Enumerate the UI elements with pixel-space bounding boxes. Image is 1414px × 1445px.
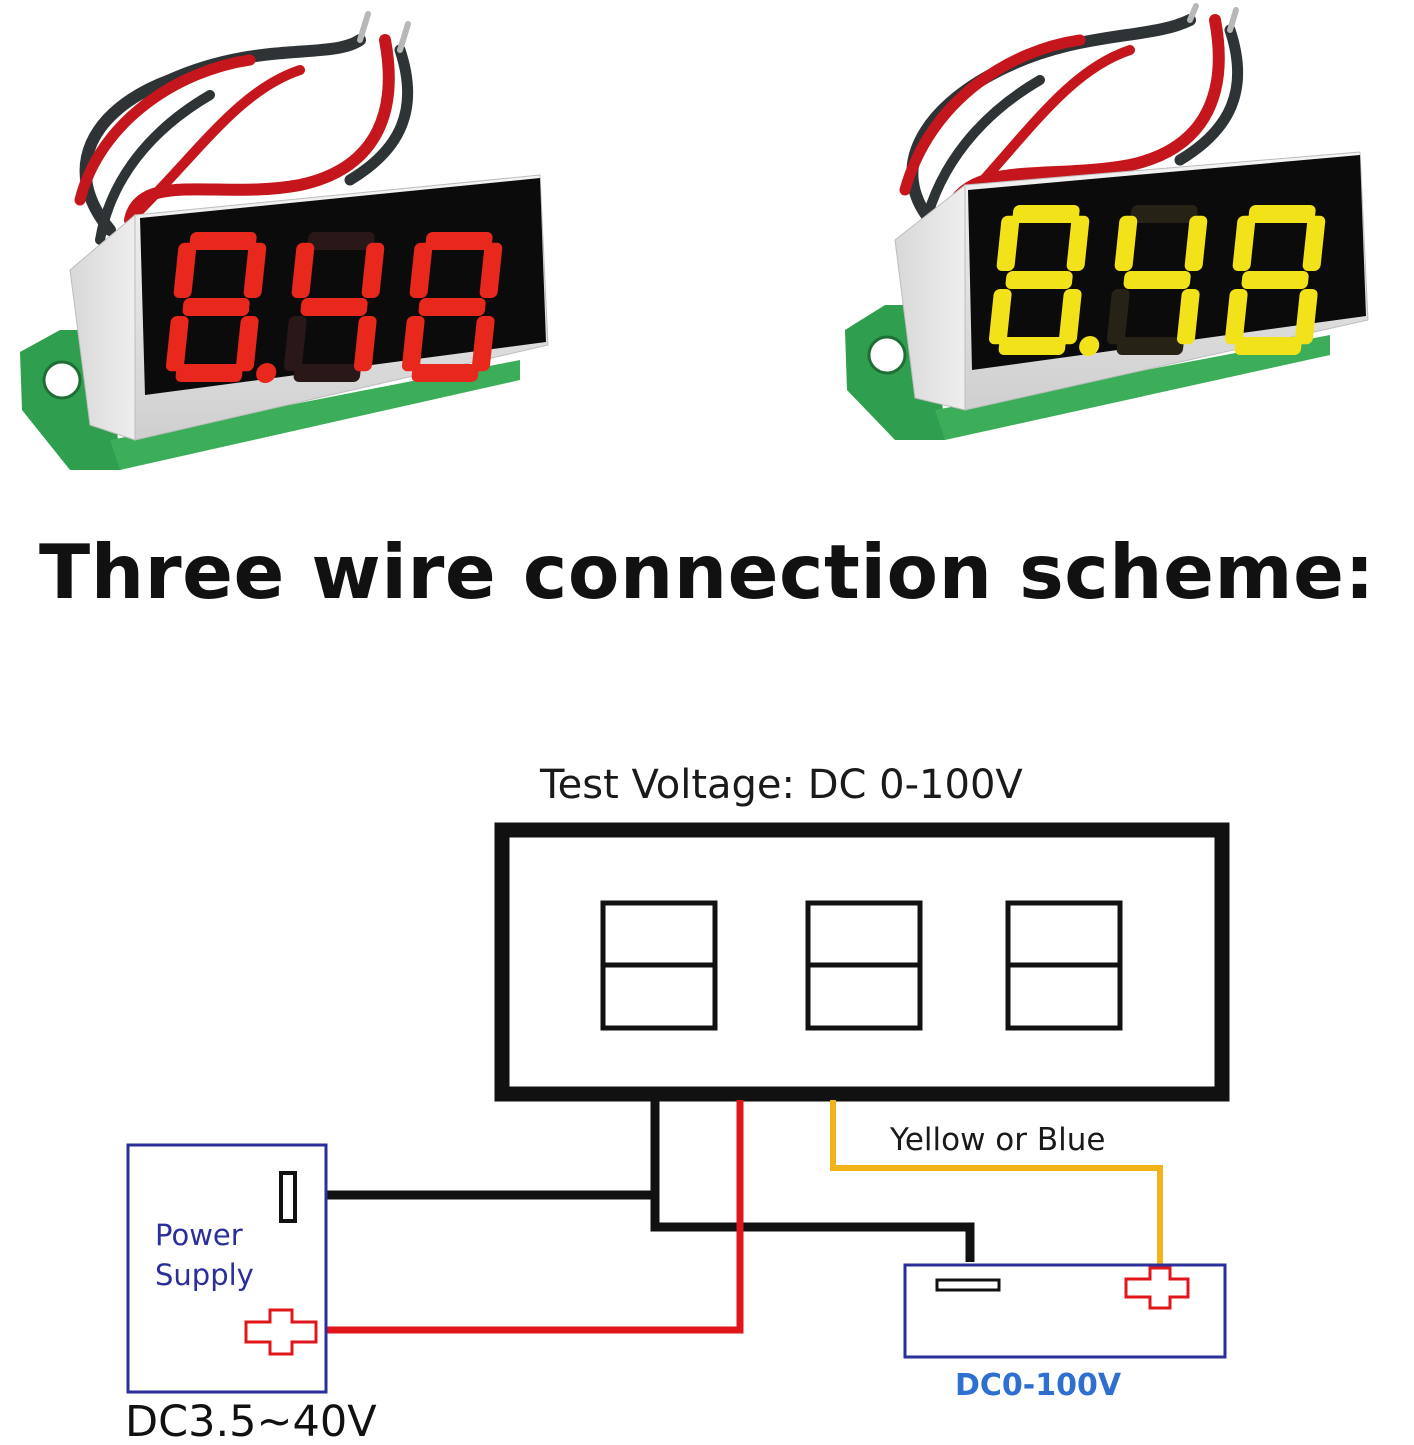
display-digit — [401, 232, 503, 382]
segment-e — [988, 289, 1012, 345]
segment-f — [996, 215, 1020, 272]
segment-b — [1184, 215, 1208, 272]
voltmeter-photo-yellow — [845, 3, 1369, 440]
yellow-signal-wire — [830, 1100, 1163, 1265]
segment-g — [1123, 271, 1191, 289]
digit-outline-2 — [805, 900, 923, 1031]
seven-seg-display-yellow — [988, 205, 1326, 356]
power-supply-range: DC3.5~40V — [125, 1397, 377, 1445]
segment-g — [1241, 271, 1309, 289]
segment-e — [165, 316, 189, 372]
segment-c — [235, 316, 259, 372]
segment-d — [293, 364, 361, 382]
segment-c — [1058, 289, 1082, 345]
measured-source-range: DC0-100V — [955, 1368, 1122, 1403]
segment-d — [175, 364, 243, 382]
segment-c — [1294, 289, 1318, 345]
decimal-point — [256, 363, 277, 383]
power-supply-negative-terminal — [279, 1171, 297, 1223]
display-digit — [165, 232, 277, 383]
segment-a — [1130, 205, 1198, 223]
digit-outline-3 — [1005, 900, 1123, 1031]
wires-yellow-unit — [899, 3, 1244, 230]
display-digit — [283, 232, 385, 382]
page-headline: Three wire connection scheme: — [39, 528, 1375, 616]
segment-g — [418, 298, 486, 316]
segment-d — [998, 337, 1066, 355]
segment-g — [1005, 271, 1073, 289]
segment-g — [182, 298, 250, 316]
measured-source-negative-terminal — [935, 1278, 1001, 1292]
segment-f — [173, 242, 197, 299]
wiring-diagram: Test Voltage: DC 0-100V Yellow or Blue P… — [125, 762, 1230, 1445]
segment-b — [479, 242, 503, 299]
segment-a — [189, 232, 257, 250]
segment-f — [291, 242, 315, 299]
segment-a — [1248, 205, 1316, 223]
segment-e — [1224, 289, 1248, 345]
segment-b — [361, 242, 385, 299]
decimal-point — [1079, 336, 1100, 356]
segment-e — [283, 316, 307, 372]
power-supply-positive-terminal — [244, 1308, 318, 1356]
segment-a — [1012, 205, 1080, 223]
signal-wire-label: Yellow or Blue — [889, 1122, 1105, 1158]
power-supply-label-line1: Power — [155, 1218, 243, 1252]
voltmeter-photo-red — [20, 11, 549, 470]
segment-f — [409, 242, 433, 299]
display-digit — [988, 205, 1100, 356]
black-ground-wire — [650, 1100, 975, 1262]
segment-c — [471, 316, 495, 372]
segment-d — [411, 364, 479, 382]
segment-c — [353, 316, 377, 372]
seven-seg-display-red — [165, 232, 503, 383]
display-digit — [1106, 205, 1208, 355]
display-digit — [1224, 205, 1326, 355]
segment-e — [1106, 289, 1130, 345]
segment-a — [425, 232, 493, 250]
segment-d — [1234, 337, 1302, 355]
segment-c — [1176, 289, 1200, 345]
segment-f — [1232, 215, 1256, 272]
wires-red-unit — [74, 11, 414, 245]
segment-b — [243, 242, 267, 299]
segment-f — [1114, 215, 1138, 272]
segment-b — [1066, 215, 1090, 272]
voltmeter-body-outline — [494, 822, 1230, 1102]
segment-g — [300, 298, 368, 316]
red-supply-wire — [327, 1100, 744, 1334]
segment-d — [1116, 337, 1184, 355]
test-voltage-label: Test Voltage: DC 0-100V — [539, 762, 1023, 808]
segment-e — [401, 316, 425, 372]
digit-outline-1 — [600, 900, 718, 1031]
measured-source-positive-terminal — [1124, 1266, 1190, 1310]
power-supply-label-line2: Supply — [155, 1258, 254, 1292]
segment-a — [307, 232, 375, 250]
segment-b — [1302, 215, 1326, 272]
